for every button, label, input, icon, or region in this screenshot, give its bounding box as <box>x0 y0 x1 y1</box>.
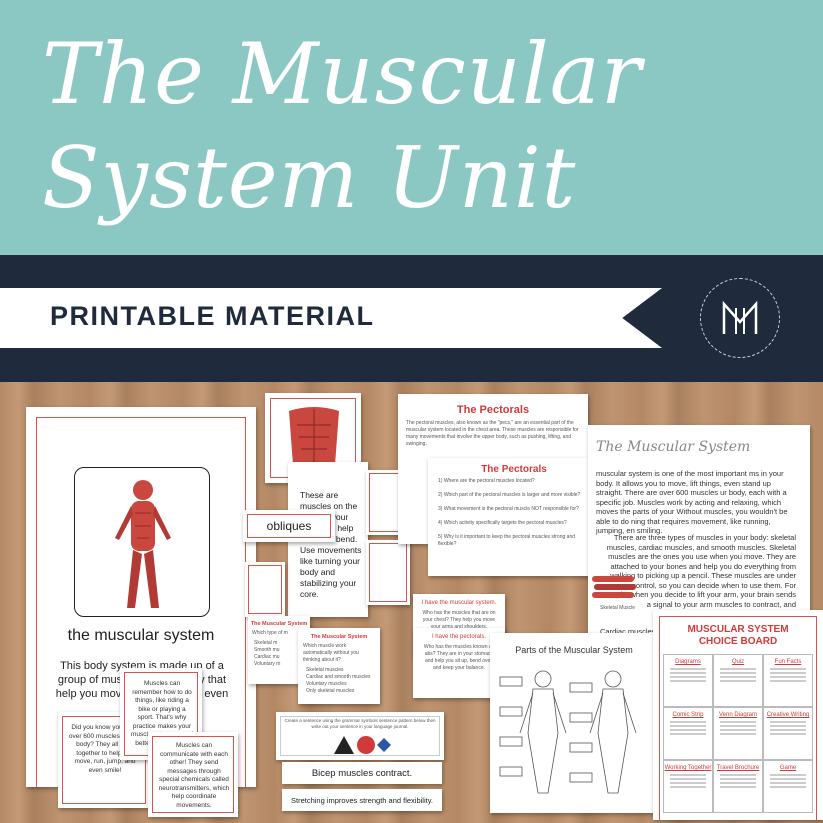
did-you-know-text: Did you know you have over 600 muscles i… <box>68 724 142 774</box>
quiz-question-3: 3) What movement is the pectoral muscle … <box>438 506 579 512</box>
header-banner: The Muscular System Unit <box>0 0 823 255</box>
printable-material-label: PRINTABLE MATERIAL <box>50 301 375 331</box>
poster-title: the muscular system <box>67 627 215 644</box>
parts-of-muscular-system-sheet: Parts of the Muscular System <box>490 633 658 813</box>
quiz-question-1: 1) Where are the pectoral muscles locate… <box>438 478 535 484</box>
quiz-question-2: 2) Which part of the pectoral muscles is… <box>438 492 581 498</box>
choice-cell-travel-brochure: Travel Brochure <box>713 760 763 813</box>
skeletal-muscle-caption: Skeletal Muscle <box>600 605 636 611</box>
grammar-symbols-icon <box>334 736 391 754</box>
blank-red-card-3 <box>366 540 410 605</box>
blank-red-card-1 <box>245 562 285 617</box>
type-quiz-front-option-4: Only skeletal muscles <box>306 688 355 694</box>
sentence-strip-2: Stretching improves strength and flexibi… <box>282 789 442 811</box>
pectorals-quiz-sheet: The Pectorals 1) Where are the pectoral … <box>428 458 600 576</box>
anatomy-diagram-icon <box>499 670 637 794</box>
obliques-label-card: obliques <box>243 510 335 542</box>
choice-board-grid: Diagrams Quiz Fun Facts Comic Strip Venn… <box>663 654 813 813</box>
choice-cell-creative-writing: Creative Writing <box>763 707 813 760</box>
type-quiz-front-title: The Muscular System <box>310 634 368 640</box>
reading-para-2: There are three types of muscles in your… <box>597 533 796 609</box>
choice-cell-venn-diagram: Venn Diagram <box>713 707 763 760</box>
choice-cell-working-together: Working Together <box>663 760 713 813</box>
i-have-2-text: Who has the muscles known as abs? They a… <box>423 644 495 671</box>
abs-description-text: These are muscles on the sides of your b… <box>300 490 362 599</box>
quiz-question-5: 5) Why is it important to keep the pecto… <box>438 534 576 547</box>
obliques-label: obliques <box>266 519 312 533</box>
printable-ribbon <box>0 288 662 348</box>
fact-card-communicate: Muscles can communicate with each other!… <box>148 732 238 817</box>
choice-board: MUSCULAR SYSTEM CHOICE BOARD Diagrams Qu… <box>653 610 823 820</box>
reading-para-1: muscular system is one of the most impor… <box>596 469 788 535</box>
pectorals-quiz-title: The Pectorals <box>481 464 547 475</box>
choice-board-title: MUSCULAR SYSTEM CHOICE BOARD <box>687 624 789 647</box>
type-quiz-back-option-3: Cardiac mu <box>254 654 280 660</box>
choice-cell-comic-strip: Comic Strip <box>663 707 713 760</box>
type-quiz-front-question: Which muscle work automatically without … <box>303 643 359 663</box>
i-have-1-heading: I have the muscular system. <box>421 600 497 606</box>
pectorals-sheet-text: The pectoral muscles, also known as the … <box>406 420 579 447</box>
reading-footer: Cardiac muscles are fo <box>600 627 677 636</box>
fact-card-communicate-text: Muscles can communicate with each other!… <box>158 742 230 809</box>
type-quiz-front-option-3: Voluntary muscles <box>306 681 347 687</box>
reading-page-title: The Muscular System <box>596 439 751 455</box>
type-quiz-front-option-1: Skeletal muscles <box>306 667 344 673</box>
sentence-strip-2-text: Stretching improves strength and flexibi… <box>290 795 433 805</box>
i-have-2-heading: I have the pectorals. <box>431 634 487 640</box>
muscular-system-reading-page: The Muscular System muscular system is o… <box>588 425 810 645</box>
type-quiz-back-title: The Muscular System <box>250 621 308 627</box>
parts-sheet-title: Parts of the Muscular System <box>515 645 633 655</box>
i-have-1-text: Who has the muscles that are on your che… <box>422 610 496 630</box>
pectorals-sheet-title: The Pectorals <box>456 404 530 416</box>
grammar-sentence-card: Create a sentence using the grammar symb… <box>276 712 444 760</box>
quiz-question-4: 4) Which activity specifically targets t… <box>438 520 567 526</box>
product-title: The Muscular System Unit <box>42 25 642 227</box>
choice-cell-diagrams: Diagrams <box>663 654 713 707</box>
sentence-card-instruction: Create a sentence using the grammar symb… <box>284 718 436 729</box>
sentence-strip-1-text: Bicep muscles contract. <box>311 767 413 779</box>
choice-cell-fun-facts: Fun Facts <box>763 654 813 707</box>
type-quiz-back-question: Which type of m <box>252 630 288 636</box>
muscle-figure-image <box>74 467 210 617</box>
muscle-body-icon <box>115 480 171 608</box>
choice-cell-game: Game <box>763 760 813 813</box>
i-have-card-2: I have the pectorals. Who has the muscle… <box>413 628 505 698</box>
type-quiz-back-option-2: Smooth mu <box>254 647 280 653</box>
type-quiz-card-front: The Muscular System Which muscle work au… <box>298 628 380 704</box>
brand-logo <box>700 278 780 358</box>
torso-muscle-icon <box>289 407 339 469</box>
monogram-icon <box>722 300 758 334</box>
type-quiz-back-option-1: Skeletal m <box>254 640 278 646</box>
choice-cell-quiz: Quiz <box>713 654 763 707</box>
muscle-fiber-icon <box>592 576 636 598</box>
skeletal-muscle-image: Skeletal Muscle <box>590 574 638 614</box>
type-quiz-front-option-2: Cardiac and smooth muscles <box>306 674 371 680</box>
type-quiz-back-option-4: Voluntary m <box>254 661 281 667</box>
sentence-strip-1: Bicep muscles contract. <box>282 762 442 784</box>
